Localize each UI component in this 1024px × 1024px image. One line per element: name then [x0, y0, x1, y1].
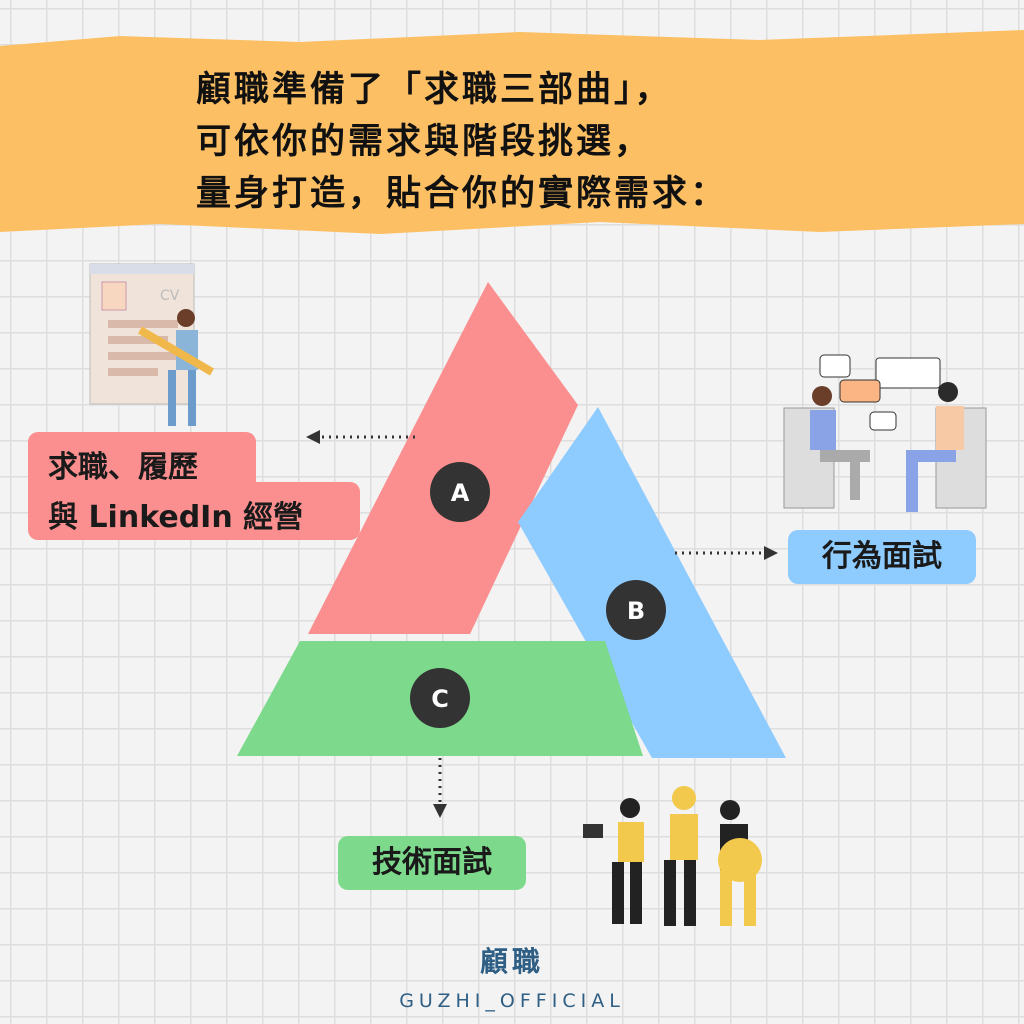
svg-text:A: A: [451, 479, 470, 507]
svg-text:C: C: [431, 685, 449, 713]
label-a-line-1: 求職、履歷: [48, 450, 198, 485]
headline-line-3: 量身打造，貼合你的實際需求：: [196, 174, 729, 214]
arrow-b: [675, 546, 778, 560]
team-illustration: [583, 786, 762, 926]
badge-c: C: [410, 668, 470, 728]
badge-a: A: [430, 462, 490, 522]
headline: 顧職準備了「求職三部曲」， 可依你的需求與階段挑選， 量身打造，貼合你的實際需求…: [196, 64, 728, 220]
arrow-a: [306, 430, 415, 444]
interview-illustration: [783, 354, 987, 512]
brand-handle: GUZHI_OFFICIAL: [399, 990, 625, 1012]
headline-line-2: 可依你的需求與階段挑選，: [196, 122, 653, 162]
brand-name: 顧職: [479, 945, 544, 978]
label-a-line-2: 與 LinkedIn 經營: [48, 500, 304, 535]
arrow-c: [433, 758, 447, 818]
svg-text:B: B: [627, 597, 645, 625]
segment-b: [518, 407, 786, 758]
segment-a: [308, 282, 578, 634]
label-behavioral-interview: 行為面試: [788, 530, 976, 584]
header-banner: [0, 30, 1024, 234]
label-job-search-resume-linkedin: 求職、履歷 與 LinkedIn 經營: [28, 432, 360, 540]
svg-text:CV: CV: [160, 288, 180, 304]
cv-illustration: CV: [89, 263, 215, 426]
headline-line-1: 顧職準備了「求職三部曲」，: [196, 70, 673, 110]
label-technical-interview: 技術面試: [338, 836, 526, 890]
badge-b: B: [606, 580, 666, 640]
